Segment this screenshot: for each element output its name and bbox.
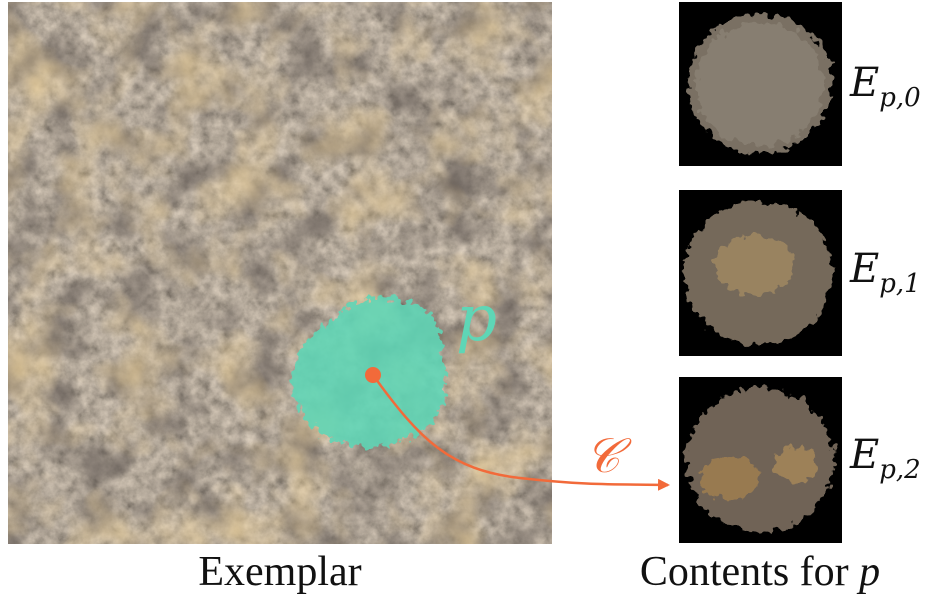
content-label-1: Ep,1 [849,246,921,299]
content-label-1-base: E [849,246,879,292]
exemplar-caption: Exemplar [198,549,361,595]
content-label-0-base: E [849,60,879,106]
content-panel-1 [679,190,842,356]
exemplar-image [8,2,552,544]
content-label-0-sub: p,0 [879,83,920,113]
content-panel-2 [679,377,842,543]
mapping-label-c: 𝒞 [585,428,632,484]
contents-caption-var: p [856,549,880,595]
content-panel-0 [679,2,842,166]
region-center-dot [365,367,381,383]
region-label-p: p [456,282,497,356]
content-label-1-sub: p,1 [879,269,920,299]
content-label-0: Ep,0 [849,60,921,113]
contents-caption: Contents for p [640,549,880,595]
content-label-2: Ep,2 [849,432,921,485]
contents-caption-prefix: Contents for [640,549,849,595]
content-label-2-sub: p,2 [879,455,920,485]
content-label-2-base: E [849,432,879,478]
mapping-arrow [371,374,670,491]
